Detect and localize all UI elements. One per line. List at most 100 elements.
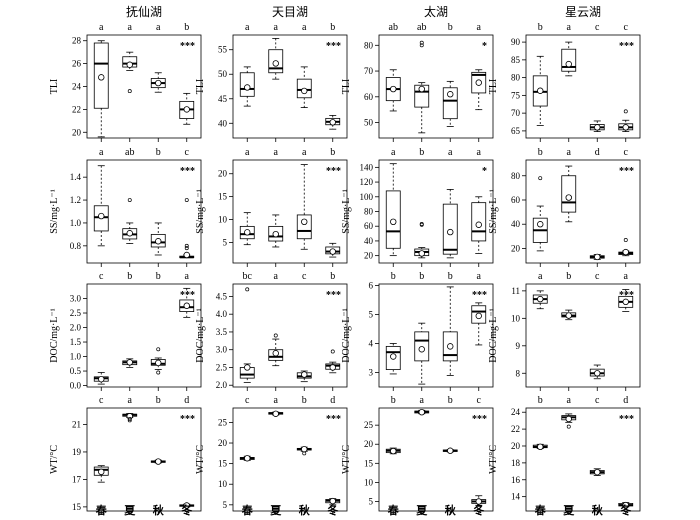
y-tick-label: 10	[218, 215, 228, 225]
y-tick-label: 75	[511, 90, 521, 100]
significance-letter: a	[567, 22, 572, 33]
y-tick-label: 20	[72, 127, 82, 137]
season-label: 春	[535, 503, 547, 517]
mean-marker	[390, 447, 397, 455]
outlier-point	[273, 333, 278, 338]
box-0	[532, 176, 548, 252]
y-axis-label: TLI	[488, 79, 499, 95]
season-label: 秋	[299, 503, 311, 517]
significance-letter: a	[245, 22, 250, 33]
panel-frame	[378, 283, 494, 388]
y-tick-label: 15	[218, 459, 228, 469]
mean-marker	[329, 497, 336, 505]
mean-marker	[565, 194, 572, 201]
box-1	[268, 38, 284, 80]
significance-letter: a	[99, 22, 104, 33]
significance-letter: a	[274, 147, 279, 158]
mean-marker	[418, 346, 425, 353]
box-1	[414, 222, 430, 259]
box-iqr	[296, 214, 312, 240]
significance-letter: a	[624, 271, 629, 282]
outlier-point	[127, 89, 132, 94]
mean-marker	[183, 502, 190, 509]
box-0	[385, 343, 401, 375]
significance-letter: b	[330, 22, 335, 33]
significance-stars: ***	[326, 414, 341, 425]
y-tick-label: 1.2	[70, 195, 81, 205]
box-0	[239, 212, 255, 246]
y-tick-label: 20	[218, 169, 228, 179]
significance-letter: a	[391, 147, 396, 158]
y-tick-label: 5	[223, 500, 228, 510]
column-title-xingyun: 星云湖	[565, 4, 601, 19]
season-label: 冬	[327, 503, 338, 517]
significance-letter: c	[99, 271, 104, 282]
mean-marker	[390, 85, 397, 93]
y-axis-label: WT/°C	[195, 445, 206, 474]
y-tick-label: 8	[516, 368, 521, 378]
significance-letter: c	[624, 22, 629, 33]
column-title-taihu: 太湖	[424, 4, 448, 19]
y-tick-label: 17	[72, 474, 82, 484]
panel-frame	[86, 283, 202, 388]
significance-stars: ***	[180, 41, 195, 52]
significance-stars: ***	[326, 166, 341, 177]
significance-letter: c	[595, 395, 600, 406]
column-title-fuxian: 抚仙湖	[126, 4, 162, 19]
y-tick-label: 6	[369, 280, 374, 290]
mean-marker	[537, 443, 544, 451]
box-3	[325, 497, 341, 506]
box-3	[325, 115, 341, 130]
y-tick-label: 0.0	[70, 381, 82, 391]
significance-letter: b	[448, 395, 453, 406]
significance-letter: c	[245, 395, 250, 406]
outlier-point	[156, 347, 161, 352]
outlier-point	[127, 417, 132, 421]
significance-letter: a	[274, 271, 279, 282]
mean-marker	[329, 119, 336, 126]
outlier-point	[245, 287, 250, 292]
box-2	[296, 370, 312, 383]
significance-stars: ***	[619, 290, 634, 301]
mean-marker	[537, 87, 544, 94]
box-0	[385, 163, 401, 257]
season-label: 秋	[153, 503, 165, 517]
box-0	[532, 290, 548, 310]
y-tick-label: 25	[218, 417, 228, 427]
box-3	[179, 502, 195, 509]
y-tick-label: 80	[511, 73, 521, 83]
outlier-point	[419, 40, 424, 45]
y-tick-label: 0.8	[70, 241, 82, 251]
mean-marker	[447, 91, 454, 98]
y-tick-label: 60	[511, 195, 521, 205]
mean-marker	[565, 415, 572, 423]
y-tick-label: 20	[511, 441, 521, 451]
box-1	[561, 165, 577, 223]
mean-marker	[418, 250, 425, 257]
outlier-point	[156, 370, 161, 375]
outlier-point	[302, 451, 307, 456]
box-2	[150, 72, 166, 93]
box-1	[268, 410, 284, 417]
outlier-point	[184, 198, 189, 203]
y-tick-label: 10	[218, 479, 228, 489]
panel-frame	[525, 159, 641, 264]
box-0	[93, 372, 109, 385]
y-tick-label: 1.4	[70, 172, 82, 182]
y-axis-label: SS/mg·L⁻¹	[488, 189, 499, 233]
y-tick-label: 60	[364, 92, 374, 102]
y-axis-label: SS/mg·L⁻¹	[341, 189, 352, 233]
y-tick-label: 1.5	[70, 337, 82, 347]
panel-frame	[232, 34, 348, 139]
box-0	[239, 66, 255, 107]
panel-frame	[525, 407, 641, 512]
y-tick-label: 1.0	[70, 218, 82, 228]
significance-letter: d	[184, 395, 189, 406]
significance-stars: *	[482, 166, 487, 177]
y-tick-label: 4	[369, 338, 374, 348]
